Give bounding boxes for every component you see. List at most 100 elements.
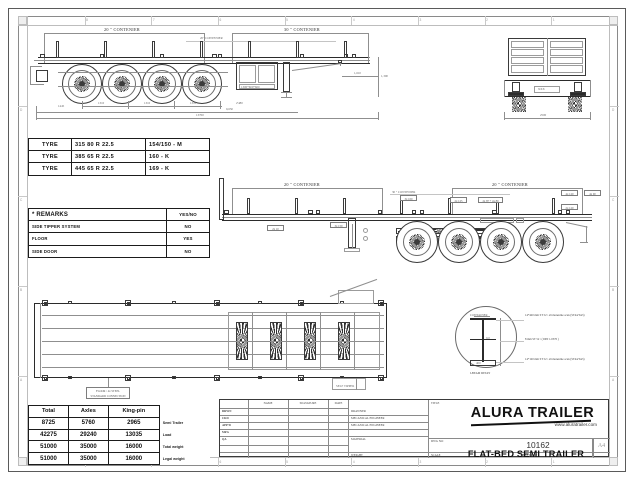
dim-2480: 2'480 xyxy=(236,101,243,105)
weights-label-2: Total weight xyxy=(162,444,184,449)
tb-row-ckd: CKD xyxy=(222,416,229,420)
drawing-frame-inner xyxy=(18,16,618,466)
dim-2500: 2500 xyxy=(540,113,547,117)
tag-floor-note-line2: STANDARD CONNECTION xyxy=(90,394,126,398)
frame-tick xyxy=(418,16,419,25)
tb-row-appd: APP'D xyxy=(222,423,231,427)
dim-1300: 1,300 xyxy=(381,74,388,78)
frame-tick xyxy=(18,106,27,107)
dim-label-30ft-1: 30 " CONTENIER xyxy=(284,27,320,32)
tag-floor-note: FLOOR / 4x STEEL STANDARD CONNECTION xyxy=(86,387,130,399)
remarks-yesno-header: YES/NO xyxy=(166,207,210,222)
tb-role-meng-2: MECANICAL ENGINEER xyxy=(351,423,385,427)
frame-zone-label: B xyxy=(20,287,23,292)
table-header-row: Total Axles King-pin xyxy=(28,405,210,418)
frame-zone-label: 6 xyxy=(219,18,222,22)
tyre-label-2: TYRE xyxy=(28,162,72,176)
tyre-label-1: TYRE xyxy=(28,150,72,164)
tag-4x120: 4x 120 xyxy=(561,190,578,196)
dim-13700: 13700 xyxy=(196,113,204,117)
frame-tick xyxy=(551,458,553,467)
remark-label-2: SIDE DOOR xyxy=(28,244,167,258)
company-website: www.aluratrailer.com xyxy=(554,422,597,427)
detail-circle xyxy=(455,306,517,368)
frame-tick xyxy=(551,16,553,25)
tyre-size-1: 385 65 R 22.5 xyxy=(71,150,146,164)
beam-detail-caption: I-BEAM DETAY xyxy=(470,371,491,375)
frame-tick xyxy=(18,286,27,287)
table-row: TYRE 315 80 R 22.5 154/150 - M xyxy=(28,137,211,152)
remarks-title: * REMARKS xyxy=(28,207,167,222)
tb-material-label: MATERIAL xyxy=(351,437,367,441)
table-row: 42275 29240 13035 Load xyxy=(28,428,210,442)
frame-corner-br xyxy=(609,457,618,466)
frame-tick xyxy=(610,196,619,197)
tb-row-qa: QA xyxy=(222,437,227,441)
dim-label-20ft-small: 20" CONTENIER xyxy=(200,36,223,40)
frame-zone-label: D xyxy=(20,107,23,112)
table-row: FLOOR YES xyxy=(28,232,210,246)
tyre-rating-2: 169 - K xyxy=(144,162,211,176)
tb-title-label: TITLE xyxy=(431,401,440,405)
tag-3x100: 3x 100 xyxy=(400,195,417,201)
weights-header-total: Total xyxy=(28,405,69,418)
table-row: 8725 5760 2965 Semi Trailer xyxy=(28,416,210,430)
tyre-label-0: TYRE xyxy=(28,137,72,152)
frame-zone-label: 3 xyxy=(419,460,422,464)
weights-header-axles: Axles xyxy=(67,405,109,418)
sheet-size: A4 xyxy=(597,443,606,449)
frame-corner-tr xyxy=(609,16,618,25)
frame-zone-label: 1 xyxy=(552,460,555,464)
frame-zone-label: 3 xyxy=(419,18,422,22)
tyre-rating-0: 154/150 - M xyxy=(144,137,211,152)
weights-kingpin-0: 2965 xyxy=(107,416,160,430)
dim-label-mid-20ft-2: 20 " CONTENIER xyxy=(492,182,528,187)
table-row: TYRE 445 65 R 22.5 169 - K xyxy=(28,162,211,176)
weights-total-0: 8725 xyxy=(28,416,69,430)
remark-value-1: YES xyxy=(166,232,210,246)
weights-kingpin-3: 16000 xyxy=(107,452,160,465)
remark-label-0: SIDE TIPPER SYSTEM xyxy=(28,220,167,234)
company-logo: ALURA TRAILER www.aluratrailer.com xyxy=(465,404,600,430)
frame-tick xyxy=(218,16,219,25)
weights-axles-2: 35000 xyxy=(67,440,109,454)
frame-zone-label: 5 xyxy=(286,18,288,22)
dim-1310-c: 1310 xyxy=(190,101,197,105)
table-row: SIDE DOOR NO xyxy=(28,244,210,258)
table-row: 51000 35000 16000 Legal weight xyxy=(28,452,210,465)
tb-col-date: DATE xyxy=(334,401,343,405)
tb-scale-label: SCALE xyxy=(431,453,441,457)
frame-tick xyxy=(484,458,486,467)
tb-role-meng-1: MECANICAL ENGINEER xyxy=(351,416,385,420)
frame-zone-label: 7 xyxy=(152,18,155,22)
tb-col-signature: SIGNATURE xyxy=(299,401,317,405)
frame-corner-bl xyxy=(18,457,27,466)
frame-zone-label: 1 xyxy=(552,18,555,22)
frame-tick xyxy=(484,16,486,25)
beam-note-2: 14*120 mm ST 52 / alt menzeme ocak (ST44… xyxy=(525,357,585,361)
drawing-frame-outer xyxy=(8,8,626,472)
tb-row-drwn: DRWN xyxy=(222,409,232,413)
beam-note-0: 14*420 mm ST 52 / alt menzeme ocak (ST44… xyxy=(525,313,585,317)
remarks-table: * REMARKS YES/NO SIDE TIPPER SYSTEM NO F… xyxy=(28,207,210,258)
table-row: SIDE TIPPER SYSTEM NO xyxy=(28,220,210,234)
table-row: TYRE 385 65 R 22.5 160 - K xyxy=(28,150,211,164)
table-row: 51000 35000 16000 Total weight xyxy=(28,440,210,454)
frame-tick xyxy=(151,16,153,25)
remark-label-1: FLOOR xyxy=(28,232,167,246)
tb-col-name: NAME xyxy=(263,401,273,405)
tyre-size-0: 315 80 R 22.5 xyxy=(71,137,146,152)
tb-dwgno-label: DWG NO xyxy=(431,439,444,443)
tag-3x150: 3x 150 xyxy=(330,222,347,228)
logo-text: ALURA TRAILER xyxy=(470,405,595,421)
frame-tick xyxy=(418,458,419,467)
dim-label-mid-30ft: 30 " CONTENIER xyxy=(392,190,416,194)
dim-1445: 1445 xyxy=(58,104,65,108)
dim-9650: 9,650 xyxy=(226,107,233,111)
frame-tick xyxy=(351,16,353,25)
weights-label-1: Load xyxy=(162,432,172,437)
weights-total-3: 51000 xyxy=(28,452,69,465)
dim-label-mid-20ft-1: 20 " CONTENIER xyxy=(284,182,320,187)
weights-label-3: Legal weight xyxy=(162,456,185,461)
